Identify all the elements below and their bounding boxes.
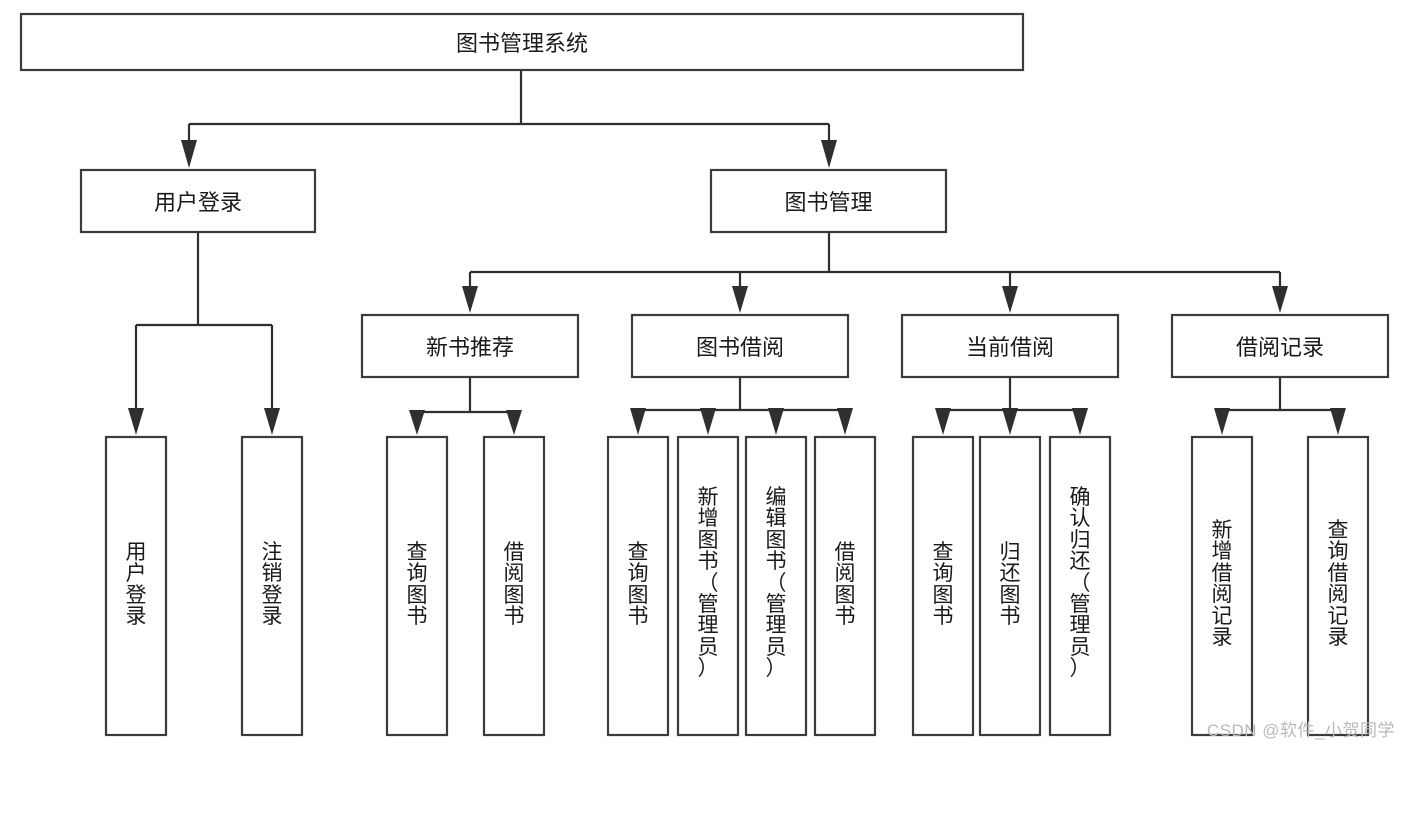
node-box-leaf-return-book[interactable] <box>978 435 1042 737</box>
arrow-head-book-manage <box>821 140 837 168</box>
node-box-leaf-add-record[interactable] <box>1190 435 1254 737</box>
connector-group-root <box>181 70 837 168</box>
arrow-head-leaf-add-book <box>700 408 716 435</box>
arrow-head-leaf-query-book-1 <box>409 410 425 435</box>
node-box-book-borrow[interactable] <box>630 313 850 379</box>
arrow-head-leaf-query-book-3 <box>935 408 951 435</box>
node-box-leaf-confirm-return[interactable] <box>1048 435 1112 737</box>
arrow-head-leaf-query-record <box>1330 408 1346 435</box>
arrow-head-user-login <box>181 140 197 168</box>
hierarchy-diagram <box>19 12 1390 737</box>
node-box-leaf-query-book-3[interactable] <box>911 435 975 737</box>
connector-group-book-borrow <box>630 377 853 435</box>
node-box-leaf-edit-book[interactable] <box>744 435 808 737</box>
arrow-head-leaf-query-book-2 <box>630 408 646 435</box>
connector-group-new-book-rec <box>409 377 522 435</box>
arrow-head-leaf-borrow-book-1 <box>506 410 522 435</box>
arrow-head-leaf-edit-book <box>768 408 784 435</box>
node-box-leaf-logout[interactable] <box>240 435 304 737</box>
diagram-canvas-root: 图书管理系统 用户登录 图书管理 新书推荐 图书借阅 当前借阅 借阅记录 用户登… <box>19 12 1395 740</box>
arrow-head-book-borrow <box>732 286 748 313</box>
node-box-book-manage[interactable] <box>709 168 948 234</box>
node-box-borrow-record[interactable] <box>1170 313 1390 379</box>
connector-group-book-manage <box>462 232 1288 313</box>
arrow-head-leaf-return-book <box>1002 408 1018 435</box>
connector-group-user-login <box>128 232 280 435</box>
node-box-leaf-query-record[interactable] <box>1306 435 1370 737</box>
arrow-head-current-borrow <box>1002 286 1018 313</box>
arrow-head-borrow-record <box>1272 286 1288 313</box>
node-box-leaf-add-book[interactable] <box>676 435 740 737</box>
node-box-current-borrow[interactable] <box>900 313 1120 379</box>
node-box-new-book-rec[interactable] <box>360 313 580 379</box>
node-box-leaf-query-book-1[interactable] <box>385 435 449 737</box>
node-box-leaf-borrow-book-1[interactable] <box>482 435 546 737</box>
connector-group-current-borrow <box>935 377 1088 435</box>
node-box-leaf-borrow-book-2[interactable] <box>813 435 877 737</box>
csdn-watermark: CSDN @软件_小贺同学 <box>1206 721 1395 740</box>
node-box-user-login[interactable] <box>79 168 317 234</box>
arrow-head-leaf-confirm-return <box>1072 408 1088 435</box>
arrow-head-leaf-add-record <box>1214 408 1230 435</box>
arrow-head-leaf-logout <box>264 408 280 435</box>
node-box-leaf-user-login[interactable] <box>104 435 168 737</box>
arrow-head-leaf-borrow-book-2 <box>837 408 853 435</box>
arrow-head-leaf-user-login <box>128 408 144 435</box>
node-box-root[interactable] <box>19 12 1025 72</box>
arrow-head-new-book-rec <box>462 286 478 313</box>
connector-group-borrow-record <box>1214 377 1346 435</box>
node-box-leaf-query-book-2[interactable] <box>606 435 670 737</box>
